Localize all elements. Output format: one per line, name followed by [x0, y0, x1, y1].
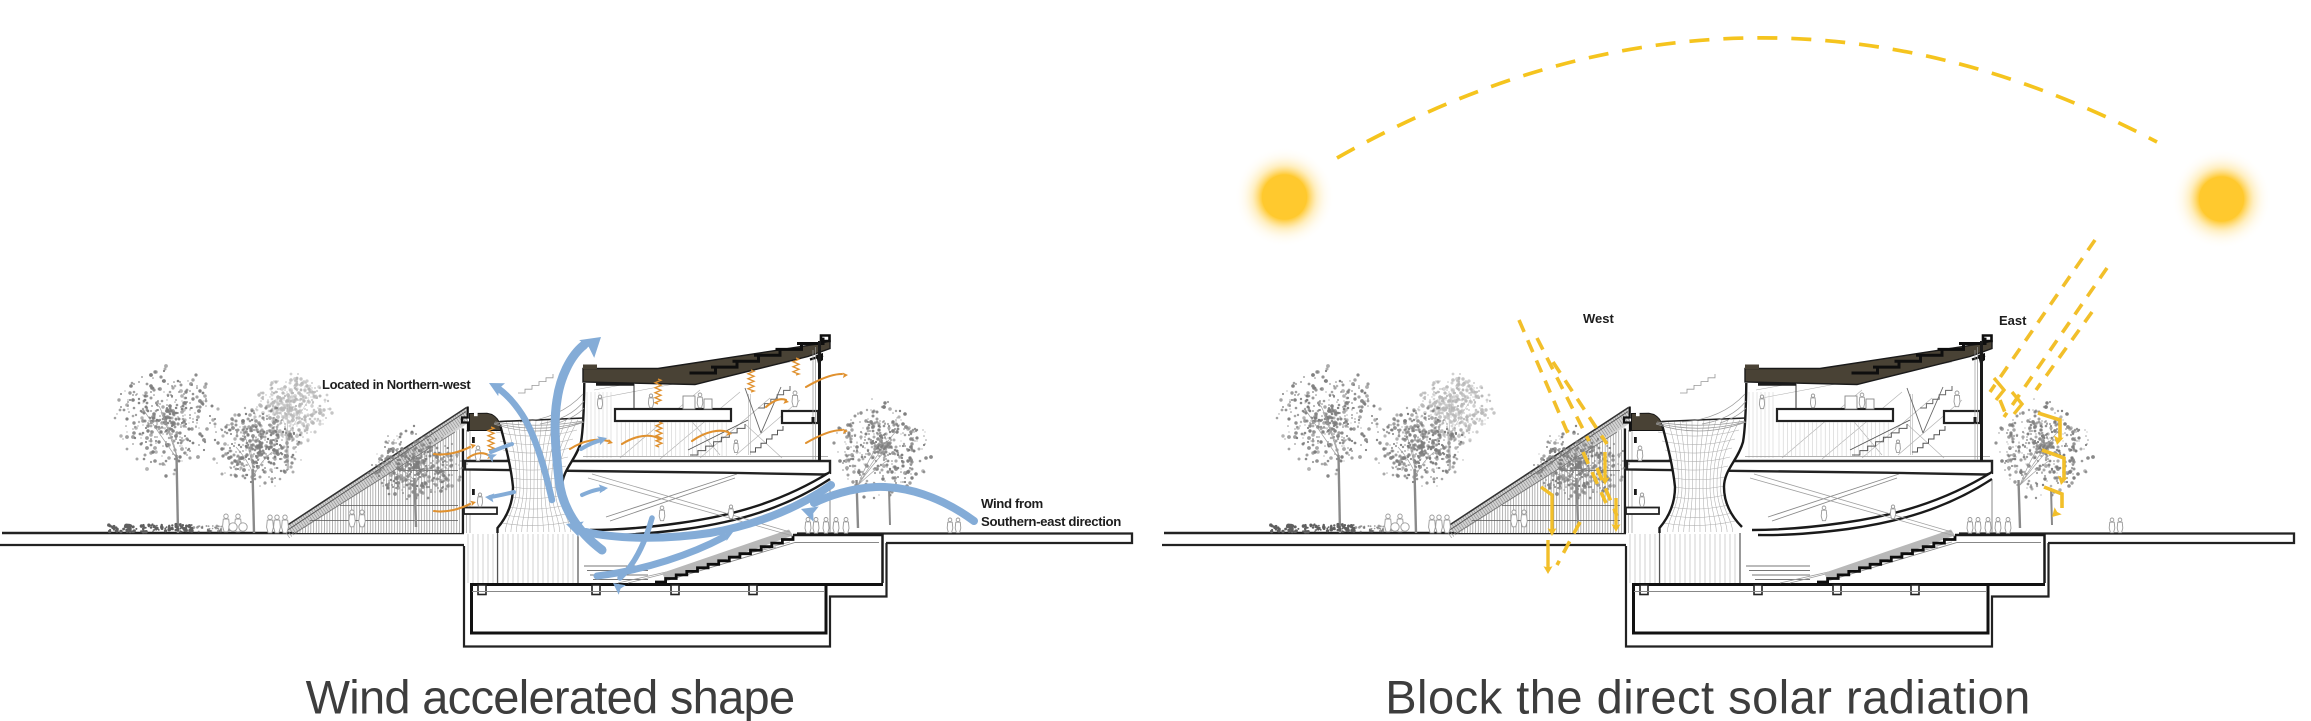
svg-text:Wind from: Wind from: [981, 496, 1043, 511]
svg-text:Southern-east direction: Southern-east direction: [981, 514, 1121, 529]
svg-text:Wind accelerated shape: Wind accelerated shape: [306, 671, 795, 721]
svg-text:West: West: [1583, 311, 1614, 326]
svg-text:Block the direct solar radiati: Block the direct solar radiation: [1385, 671, 2031, 721]
svg-text:East: East: [1999, 313, 2027, 328]
svg-text:Located in Northern-west: Located in Northern-west: [322, 377, 471, 392]
